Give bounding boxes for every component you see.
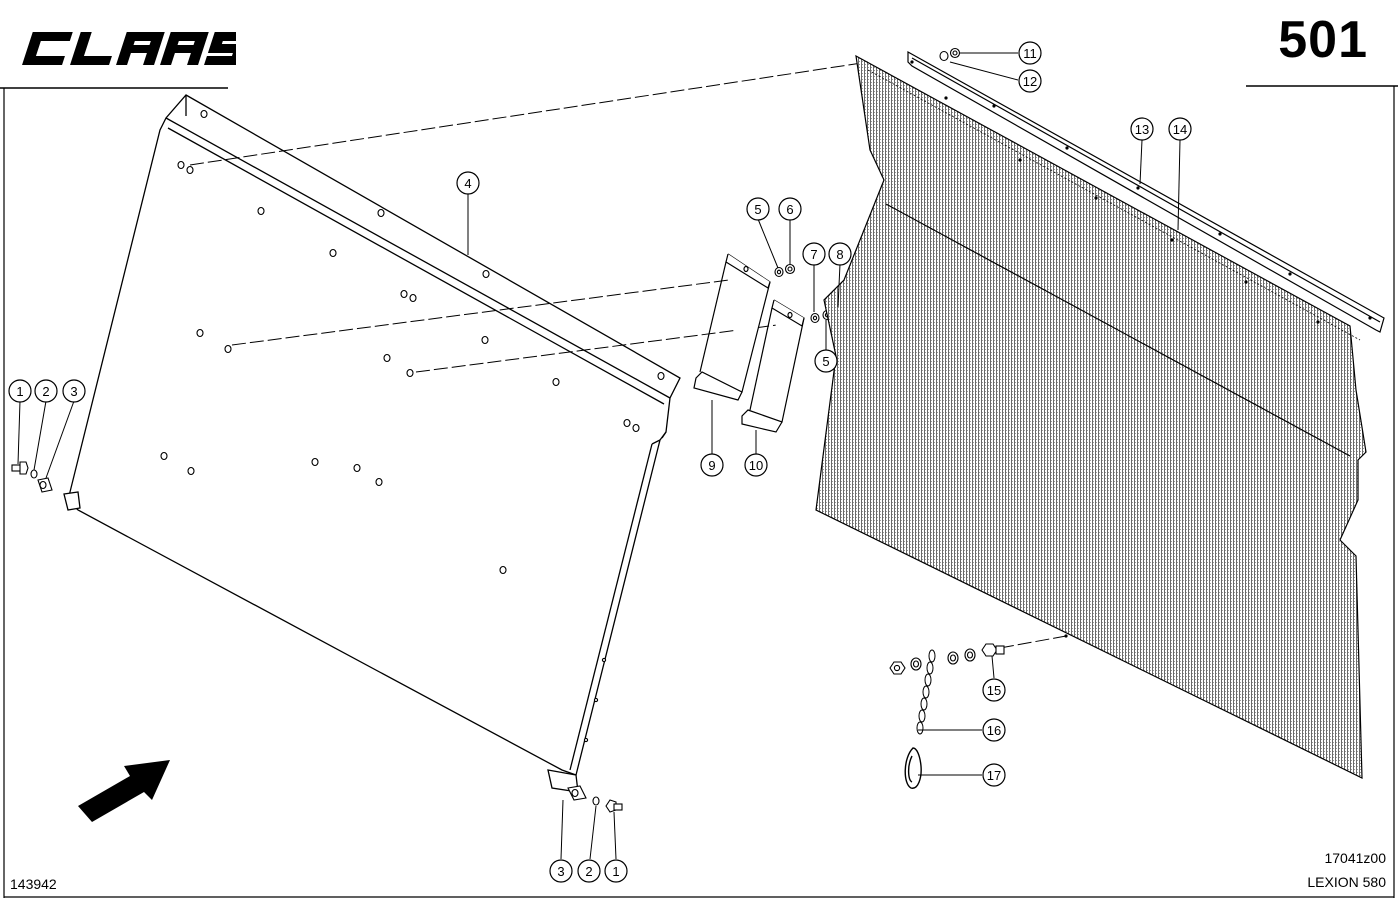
- callout: 10: [744, 453, 768, 477]
- left-panel-holes: [160, 109, 665, 743]
- callout: 3: [549, 859, 573, 883]
- callout: 9: [700, 453, 724, 477]
- svg-text:7: 7: [810, 247, 817, 262]
- left-panel: [63, 94, 681, 793]
- svg-text:6: 6: [786, 202, 793, 217]
- drawing-id: 143942: [10, 876, 57, 892]
- reference-code: 17041z00: [1324, 850, 1386, 866]
- rail-holes: [910, 60, 1372, 638]
- callout: 7: [802, 242, 826, 266]
- claas-logo: [22, 32, 236, 65]
- callout: 4: [456, 171, 480, 195]
- svg-text:3: 3: [557, 864, 564, 879]
- callout: 12: [1018, 69, 1042, 93]
- callout: 5: [746, 197, 770, 221]
- svg-text:17: 17: [987, 768, 1001, 783]
- mesh-panel: [815, 54, 1367, 779]
- svg-text:2: 2: [585, 864, 592, 879]
- svg-text:8: 8: [836, 247, 843, 262]
- alignment-lines: [189, 61, 1067, 649]
- sheet-number: 501: [1278, 11, 1368, 69]
- callout: 2: [577, 859, 601, 883]
- svg-text:5: 5: [754, 202, 761, 217]
- hardware-lower-right: [889, 643, 1005, 675]
- svg-text:11: 11: [1023, 46, 1037, 61]
- svg-text:15: 15: [987, 683, 1001, 698]
- hardware-bottom: [567, 785, 623, 813]
- svg-text:10: 10: [749, 458, 763, 473]
- callout: 14: [1168, 117, 1192, 141]
- callout: 13: [1130, 117, 1154, 141]
- model-name: LEXION 580: [1307, 874, 1386, 890]
- callout: 1: [604, 859, 628, 883]
- svg-text:1: 1: [16, 384, 23, 399]
- svg-text:1: 1: [612, 864, 619, 879]
- callout: 2: [34, 379, 58, 403]
- bracket-10: [741, 299, 805, 433]
- callout: 15: [982, 678, 1006, 702]
- callout: 17: [982, 763, 1006, 787]
- callout: 8: [828, 242, 852, 266]
- svg-text:2: 2: [42, 384, 49, 399]
- clamping-rail: [907, 50, 1385, 333]
- bracket-9: [693, 253, 771, 401]
- svg-text:9: 9: [708, 458, 715, 473]
- callout: 6: [778, 197, 802, 221]
- svg-text:4: 4: [464, 176, 471, 191]
- hardware-11-12: [939, 47, 961, 62]
- svg-text:5: 5: [822, 354, 829, 369]
- direction-arrow-icon: [78, 760, 170, 822]
- svg-text:14: 14: [1173, 122, 1187, 137]
- callout: 3: [62, 379, 86, 403]
- hardware-left: [11, 461, 53, 493]
- svg-text:12: 12: [1023, 74, 1037, 89]
- callout: 1: [8, 379, 32, 403]
- callout: 11: [1018, 41, 1042, 65]
- chain-16: [916, 649, 936, 735]
- leader-lines: [17, 52, 1181, 860]
- svg-text:16: 16: [987, 723, 1001, 738]
- svg-text:13: 13: [1135, 122, 1149, 137]
- snap-hook-17: [904, 747, 922, 789]
- callout: 5: [814, 349, 838, 373]
- callouts: 1 2 3 4 5 6 7 8 5 9 10 11 12 13 14 15 16…: [8, 41, 1192, 883]
- callout: 16: [982, 718, 1006, 742]
- svg-text:3: 3: [70, 384, 77, 399]
